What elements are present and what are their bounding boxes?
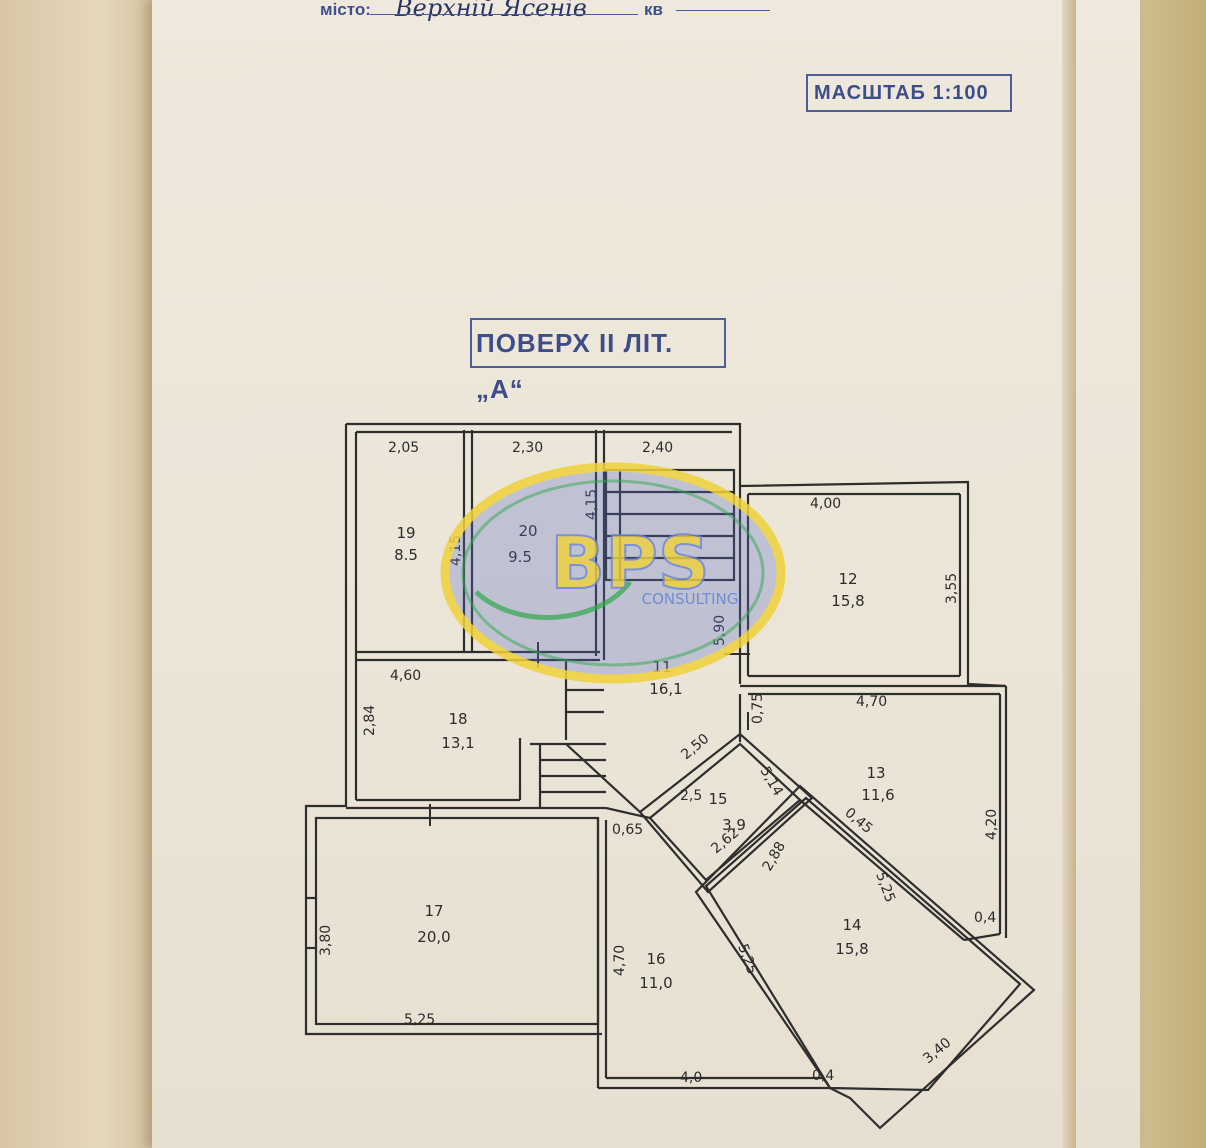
wing-outer: [694, 784, 1036, 1130]
dim-label: 4,70: [612, 945, 628, 976]
dim-label: 2,88: [760, 839, 789, 874]
room-20-area: 9.5: [508, 548, 532, 566]
room-15-area: 3,9: [722, 816, 746, 834]
room-19-number: 19: [396, 524, 415, 542]
room-17-area: 20,0: [417, 928, 450, 946]
dim-label: 4,0: [680, 1070, 702, 1086]
dim-label: 0,65: [612, 822, 643, 838]
kv-underline: [676, 10, 770, 11]
room-16-number: 16: [646, 950, 665, 968]
dim-label: 0,4: [974, 910, 996, 926]
bps-consulting-watermark: BPS CONSULTING: [440, 462, 786, 684]
dim-label: 3,80: [318, 925, 334, 956]
room-15-number: 15: [708, 790, 727, 808]
dim-label: 5,25: [734, 942, 760, 977]
dim-label: 4,60: [390, 668, 421, 684]
room-12-number: 12: [838, 570, 857, 588]
dim-label: 2,05: [388, 440, 419, 456]
city-underline: [370, 14, 638, 15]
dim-label: 5,25: [404, 1012, 435, 1028]
city-value: Верхній Ясенів: [395, 0, 587, 22]
desk-background-left: [0, 0, 170, 1148]
room-16-area: 11,0: [639, 974, 672, 992]
dim-label: 4,70: [856, 694, 887, 710]
room-17-walls: [314, 816, 600, 1026]
room-14-number: 14: [842, 916, 861, 934]
dim-label: 2,40: [642, 440, 673, 456]
room-14-walls: [704, 796, 1022, 1092]
scale-stamp: МАСШТАБ 1:100: [806, 74, 1012, 112]
dim-label: 2,84: [362, 705, 378, 736]
dim-label: 0,75: [750, 693, 766, 724]
dim-label: 3,55: [944, 573, 960, 604]
dim-label: 0,4: [812, 1068, 834, 1084]
dim-label: 3,40: [920, 1035, 954, 1067]
room-17-number: 17: [424, 902, 443, 920]
dim-label: 4,00: [810, 496, 841, 512]
dim-label: 2,5: [680, 788, 702, 804]
room-11-area: 16,1: [649, 680, 682, 698]
room-18-number: 18: [448, 710, 467, 728]
floor-stamp: ПОВЕРХ II ЛІТ. „А“: [470, 318, 726, 404]
room-18-area: 13,1: [441, 734, 474, 752]
wall-outline-top: [346, 422, 1007, 688]
dim-label: 4,15: [584, 489, 600, 520]
room-13-number: 13: [866, 764, 885, 782]
kv-label: кв: [644, 0, 663, 19]
dim-label: 5,14: [757, 764, 786, 799]
watermark-brand: BPS: [550, 521, 710, 605]
watermark-tagline: CONSULTING: [642, 590, 739, 608]
room-15-outer: [638, 732, 814, 894]
room-14-area: 15,8: [835, 940, 868, 958]
dim-label: 4,20: [984, 809, 1000, 840]
room-12-area: 15,8: [831, 592, 864, 610]
wall-outline-left: [304, 424, 602, 1036]
city-label: місто:: [320, 0, 371, 19]
dim-label: 2,30: [512, 440, 543, 456]
page-edge: [1062, 0, 1076, 1148]
room-13-area: 11,6: [861, 786, 894, 804]
room-20-number: 20: [518, 522, 537, 540]
room-19-area: 8.5: [394, 546, 418, 564]
